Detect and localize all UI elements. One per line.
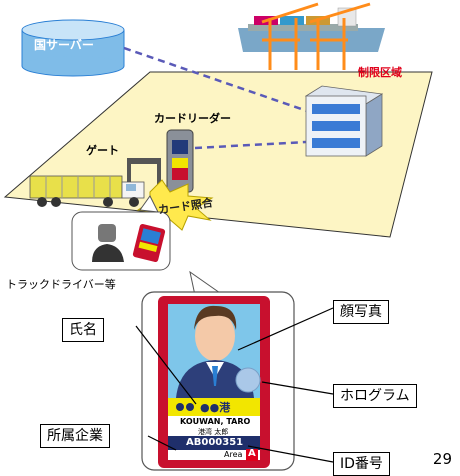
company-callout: 所属企業 bbox=[40, 424, 110, 448]
card-id-number: AB000351 bbox=[186, 437, 244, 448]
card-area-code: A bbox=[248, 448, 256, 459]
hologram-callout: ホログラム bbox=[333, 384, 417, 408]
network-lines bbox=[123, 46, 311, 150]
truck bbox=[29, 175, 145, 207]
photo-callout: 顔写真 bbox=[333, 300, 389, 324]
restricted-area-label: 制限区域 bbox=[358, 66, 402, 79]
gate-label: ゲート bbox=[86, 144, 119, 157]
card-name-jp: 港湾 太郎 bbox=[198, 428, 229, 436]
name-callout: 氏名 bbox=[62, 318, 104, 342]
page-number: 29 bbox=[432, 450, 452, 468]
pointer-lines bbox=[135, 307, 334, 463]
server-label: 国サーバー bbox=[34, 38, 94, 52]
card-area-label: Area bbox=[224, 450, 243, 459]
gate bbox=[127, 158, 161, 192]
card-name-en: KOUWAN, TARO bbox=[180, 417, 251, 426]
office-building bbox=[304, 85, 384, 157]
card-port-name: ●●港 bbox=[200, 401, 231, 414]
id-card bbox=[158, 296, 270, 468]
driver-bubble bbox=[71, 195, 171, 271]
hologram-seal bbox=[235, 367, 261, 393]
gantry-cranes bbox=[261, 2, 371, 70]
cargo-ship bbox=[238, 7, 385, 52]
card-reader-label: カードリーダー bbox=[154, 112, 231, 125]
server-cylinder bbox=[21, 19, 125, 77]
id-number-callout: ID番号 bbox=[333, 452, 390, 476]
card-reader-device bbox=[166, 129, 194, 193]
driver-label: トラックドライバー等 bbox=[6, 278, 116, 291]
